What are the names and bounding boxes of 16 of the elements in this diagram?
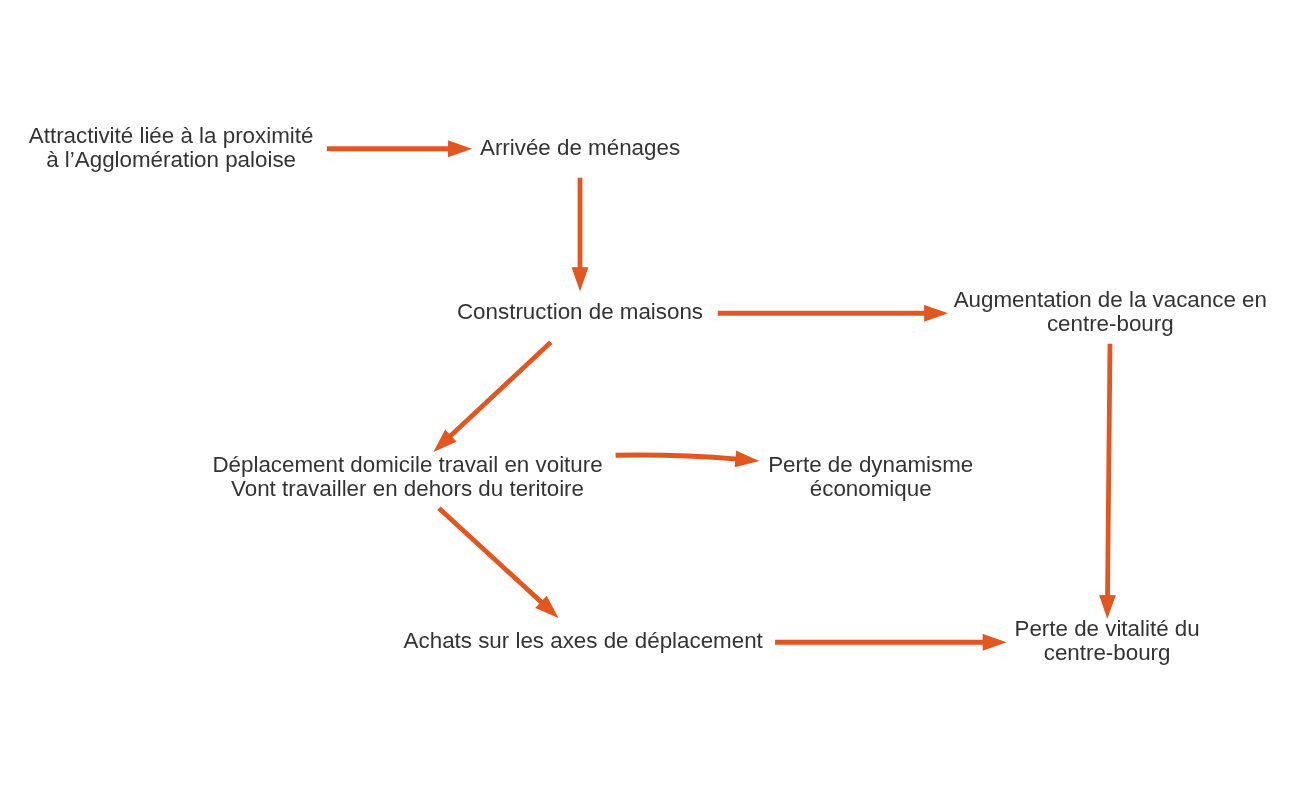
node-text: Construction de maisons — [456, 298, 704, 324]
arrow — [433, 339, 553, 452]
arrow — [615, 450, 760, 467]
node-text: Augmentation de la vacance en centre-bourg — [953, 286, 1267, 336]
node-text: Arrivée de ménages — [479, 134, 681, 160]
node-text: Attractivité liée à la proximité à l’Agglomération paloise — [28, 122, 314, 172]
arrow — [326, 139, 473, 157]
arrow — [1099, 343, 1116, 619]
node-text: Perte de dynamisme économique — [768, 451, 974, 501]
arrow — [437, 505, 559, 618]
arrow — [717, 304, 949, 322]
node-text: Achats sur les axes de déplacement — [403, 627, 763, 653]
node-text: Déplacement domicile travail en voiture Vont travailler en dehors du teritoire — [212, 451, 603, 501]
arrow — [775, 633, 1007, 651]
node-text: Perte de vitalité du centre-bourg — [1014, 615, 1200, 665]
arrow — [571, 177, 589, 291]
